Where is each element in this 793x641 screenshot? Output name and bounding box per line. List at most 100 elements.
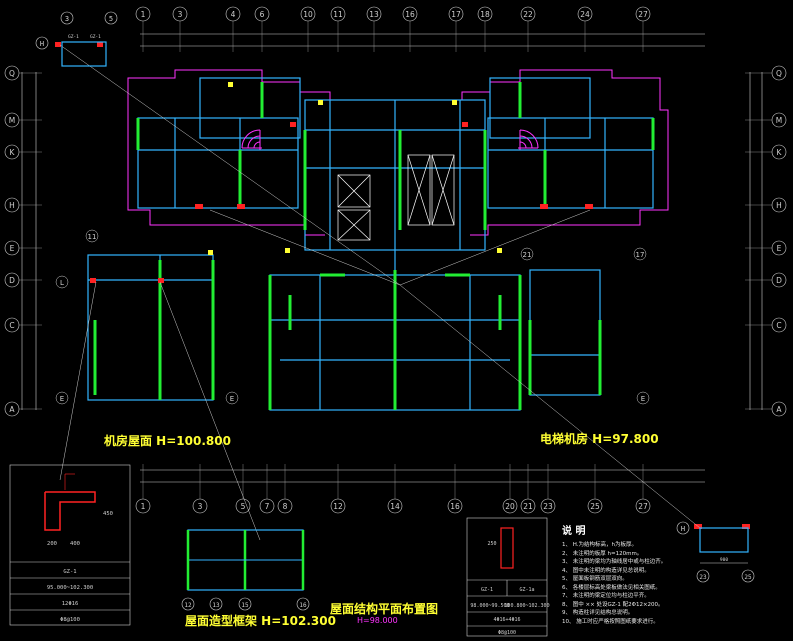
svg-text:98.000~99.500: 98.000~99.500 — [470, 603, 509, 609]
roof-frame-title: 屋面造型框架 H=102.300 — [185, 614, 336, 628]
note-item: 5、 屋面板钢筋双层双向。 — [562, 576, 628, 582]
inset-top-left: 3 5 H GZ-1 GZ-1 — [35, 11, 118, 67]
bottom-axis-14-label: 14 — [390, 502, 400, 511]
right-axis-Q-label: Q — [776, 69, 782, 78]
top-axis-11-label: 11 — [333, 10, 343, 19]
axis-grid-lines — [19, 21, 772, 499]
gz1-table-text: 200 400 450 GZ-1 95.000~102.300 12Φ16 Φ8… — [47, 511, 113, 623]
gz1-column-table — [9, 464, 131, 626]
top-axis-16-label: 16 — [405, 10, 415, 19]
left-axis-A-label: A — [9, 405, 15, 414]
svg-text:900: 900 — [720, 557, 728, 563]
bottom-axis-8-label: 8 — [283, 502, 288, 511]
note-item: 10、 施工时应严格按照图纸要求进行。 — [562, 618, 659, 625]
svg-text:GZ-1: GZ-1 — [481, 587, 493, 593]
note-item: 9、 构造柱详见结构总说明。 — [562, 610, 634, 616]
bottom-axis-25-label: 25 — [590, 502, 600, 511]
svg-text:5: 5 — [109, 15, 113, 23]
top-axis-4-label: 4 — [231, 10, 236, 19]
bottom-axis-21-label: 21 — [523, 502, 533, 511]
svg-text:4Φ16+4Φ16: 4Φ16+4Φ16 — [493, 617, 520, 623]
roof-frame-plan: 12 13 15 16 — [181, 529, 310, 611]
right-axis-H-label: H — [776, 201, 782, 210]
svg-text:L: L — [60, 279, 64, 287]
svg-text:H: H — [40, 40, 44, 48]
top-axis-10-label: 10 — [303, 10, 313, 19]
svg-text:GZ-1: GZ-1 — [68, 34, 79, 40]
top-axis-18-label: 18 — [480, 10, 490, 19]
svg-text:E: E — [230, 395, 234, 403]
svg-text:21: 21 — [523, 251, 532, 259]
svg-text:23: 23 — [699, 574, 707, 581]
svg-text:200: 200 — [47, 541, 57, 547]
bottom-axis-23-label: 23 — [543, 502, 553, 511]
top-axis-24-label: 24 — [580, 10, 590, 19]
concrete-columns — [93, 82, 655, 410]
top-axis-13-label: 13 — [369, 10, 379, 19]
svg-text:15: 15 — [241, 602, 249, 609]
left-axis-H-label: H — [9, 201, 15, 210]
left-axis-Q-label: Q — [9, 69, 15, 78]
notes-title: 说 明 — [562, 526, 586, 537]
note-item: 6、 各楼层标高处梁板做法见相关图纸。 — [562, 584, 661, 591]
top-axis-6-label: 6 — [260, 10, 265, 19]
note-item: 8、 图中 ×× 处设GZ-1 配2Φ12×200。 — [562, 601, 664, 608]
bottom-axis-3-label: 3 — [198, 502, 203, 511]
spiral-stairs — [241, 129, 539, 150]
note-item: 1、 H.为结构标高，h为板厚。 — [562, 542, 638, 548]
left-axis-E-label: E — [10, 244, 15, 253]
top-axis-3-label: 3 — [178, 10, 183, 19]
right-axis-A-label: A — [776, 405, 782, 414]
top-axis-22-label: 22 — [523, 10, 533, 19]
bottom-axis-12-label: 12 — [333, 502, 343, 511]
svg-text:3: 3 — [65, 15, 69, 23]
svg-text:E: E — [60, 395, 64, 403]
left-axis-C-label: C — [9, 321, 14, 330]
note-item: 4、 图中未注明的构造详见总说明。 — [562, 567, 650, 574]
bottom-axis-7-label: 7 — [265, 502, 270, 511]
right-axis-C-label: C — [776, 321, 781, 330]
left-axis-M-label: M — [9, 116, 15, 125]
sub-plan-axes — [55, 229, 650, 405]
bottom-axis-16-label: 16 — [450, 502, 460, 511]
svg-text:11: 11 — [88, 233, 97, 241]
svg-text:12: 12 — [184, 602, 192, 609]
left-axis-D-label: D — [9, 276, 15, 285]
svg-text:100.800~102.300: 100.800~102.300 — [504, 603, 549, 609]
note-item: 2、 未注明的板厚 h=120mm。 — [562, 550, 643, 557]
svg-text:400: 400 — [70, 541, 80, 547]
main-plan-elevation: H=98.000 — [357, 616, 398, 625]
svg-text:Φ8@100: Φ8@100 — [60, 617, 80, 623]
elevator-shafts — [337, 154, 455, 241]
machine-room-roof-title: 机房屋面 H=100.800 — [104, 434, 231, 448]
sub-plan-axis-text: 11 L E E 21 17 E — [60, 233, 645, 403]
svg-text:95.000~102.300: 95.000~102.300 — [47, 585, 93, 591]
right-axis-E-label: E — [777, 244, 782, 253]
svg-text:12Φ16: 12Φ16 — [62, 601, 79, 607]
bottom-axis-20-label: 20 — [505, 502, 515, 511]
leader-lines — [59, 44, 701, 541]
svg-text:H: H — [681, 525, 685, 533]
right-axis-M-label: M — [776, 116, 782, 125]
svg-text:16: 16 — [299, 602, 307, 609]
note-item: 7、 未注明的梁定位均与柱边平齐。 — [562, 593, 650, 599]
bottom-axis-27-label: 27 — [638, 502, 648, 511]
svg-text:450: 450 — [103, 511, 113, 517]
top-axis-17-label: 17 — [451, 10, 461, 19]
left-axis-K-label: K — [10, 148, 16, 157]
svg-text:GZ-1a: GZ-1a — [519, 587, 534, 593]
svg-text:13: 13 — [212, 602, 220, 609]
top-axis-1-label: 1 — [141, 10, 146, 19]
svg-text:GZ-1: GZ-1 — [90, 34, 101, 40]
inset-bottom-right: H 23 25 900 — [676, 521, 755, 583]
svg-text:17: 17 — [636, 251, 645, 259]
notes-block: 说 明 1、 H.为结构标高，h为板厚。 2、 未注明的板厚 h=120mm。 … — [562, 522, 692, 626]
svg-text:25: 25 — [744, 574, 752, 581]
gz1a-table-text: 250 GZ-1 GZ-1a 98.000~99.500 100.800~102… — [470, 541, 549, 636]
dimension-lines — [21, 33, 763, 483]
elevator-room-title: 电梯机房 H=97.800 — [540, 432, 659, 446]
gz1a-column-table — [466, 517, 548, 637]
top-axis-27-label: 27 — [638, 10, 648, 19]
main-plan-title: 屋面结构平面布置图 — [330, 602, 439, 616]
